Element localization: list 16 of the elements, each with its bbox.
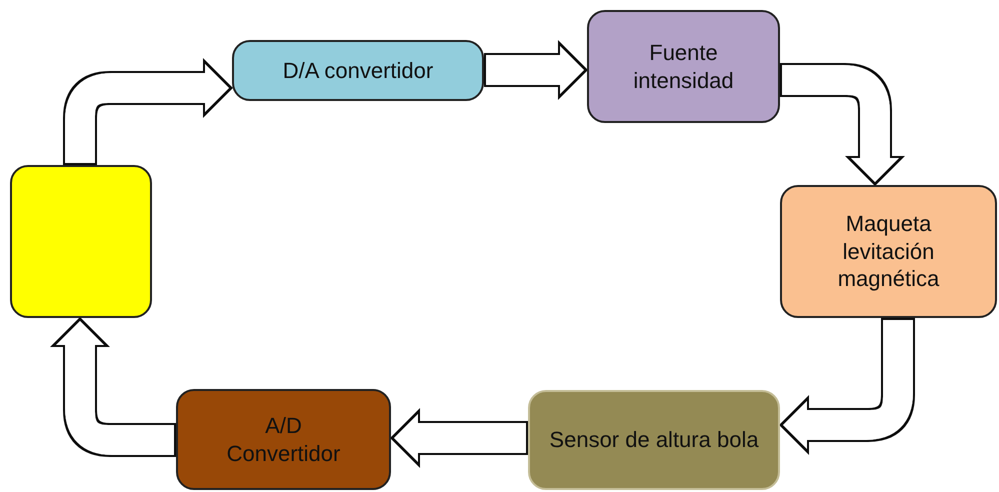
- box-label: D/A convertidor: [282, 56, 434, 84]
- process-box: [232, 40, 484, 101]
- process-box: [528, 390, 780, 490]
- process-box: [176, 389, 391, 490]
- process-box: [10, 165, 152, 318]
- block-arrow: [390, 408, 528, 468]
- box-label: Fuente intensidad: [632, 39, 735, 94]
- block-arrow: [484, 40, 588, 100]
- box-label: A/D Convertidor: [226, 412, 342, 467]
- block-arrow: [50, 317, 176, 457]
- box-label: Maqueta levitación magnética: [836, 210, 940, 293]
- block-arrow: [779, 318, 915, 455]
- process-box: [780, 185, 997, 318]
- box-label: Sensor de altura bola: [549, 426, 759, 454]
- process-box: [587, 10, 780, 123]
- block-arrow: [63, 58, 233, 165]
